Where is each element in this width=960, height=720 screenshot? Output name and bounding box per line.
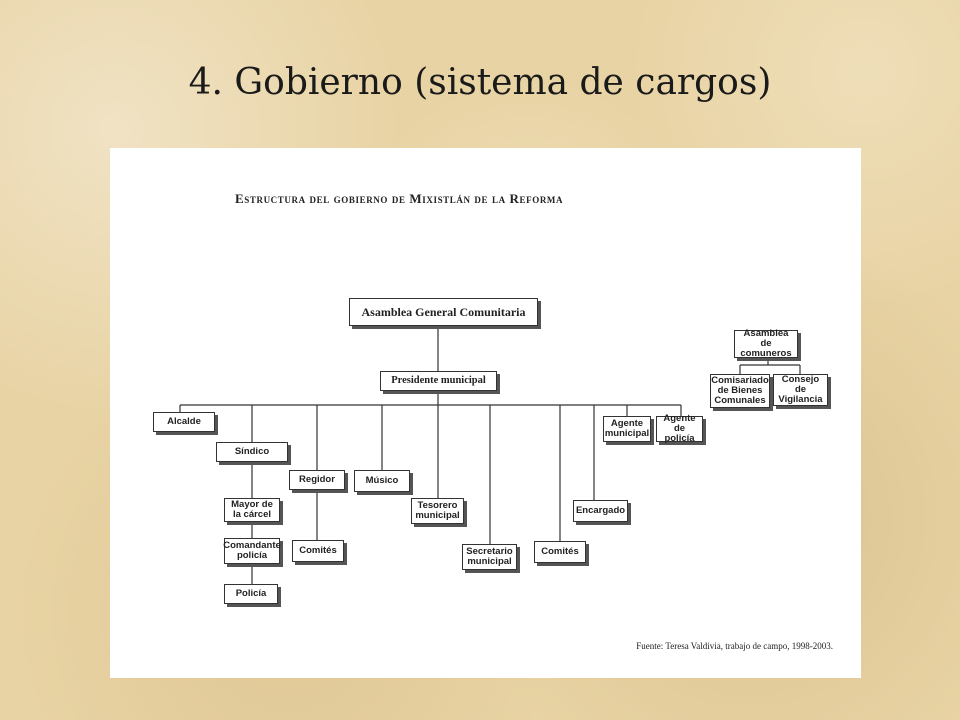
node-tesorero-municipal: Tesorero municipal [411, 498, 464, 524]
node-musico: Músico [354, 470, 410, 492]
node-comandante-policia: Comandante policía [223, 538, 281, 564]
node-asamblea-comuneros: Asamblea de comuneros [734, 329, 798, 359]
node-encargado: Encargado [573, 500, 628, 522]
node-agente-municipal: Agente municipal [603, 416, 651, 442]
node-comites-regidor: Comités [292, 540, 344, 562]
node-agente-policia: Agente de policía [656, 414, 703, 444]
node-regidor: Regidor [289, 470, 345, 490]
node-comites: Comités [534, 541, 586, 563]
node-presidente-municipal: Presidente municipal [380, 371, 497, 391]
node-sindico: Síndico [216, 442, 288, 462]
diagram-title: Estructura del gobierno de Mixistlán de … [235, 191, 564, 206]
org-chart-figure: Estructura del gobierno de Mixistlán de … [110, 148, 861, 678]
node-mayor-de-la-carcel: Mayor de la cárcel [224, 498, 280, 522]
connector-lines [179, 326, 801, 584]
node-secretario-municipal: Secretario municipal [462, 544, 517, 570]
node-comisariado-bienes-comunales: Comisariado de Bienes Comunales [710, 374, 770, 408]
node-consejo-vigilancia: Consejo de Vigilancia [773, 374, 828, 406]
node-asamblea-general: Asamblea General Comunitaria [349, 298, 538, 326]
node-alcalde: Alcalde [153, 412, 215, 432]
node-policia: Policía [224, 584, 278, 604]
slide-title: 4. Gobierno (sistema de cargos) [188, 62, 772, 103]
source-note: Fuente: Teresa Valdivia, trabajo de camp… [636, 641, 833, 651]
